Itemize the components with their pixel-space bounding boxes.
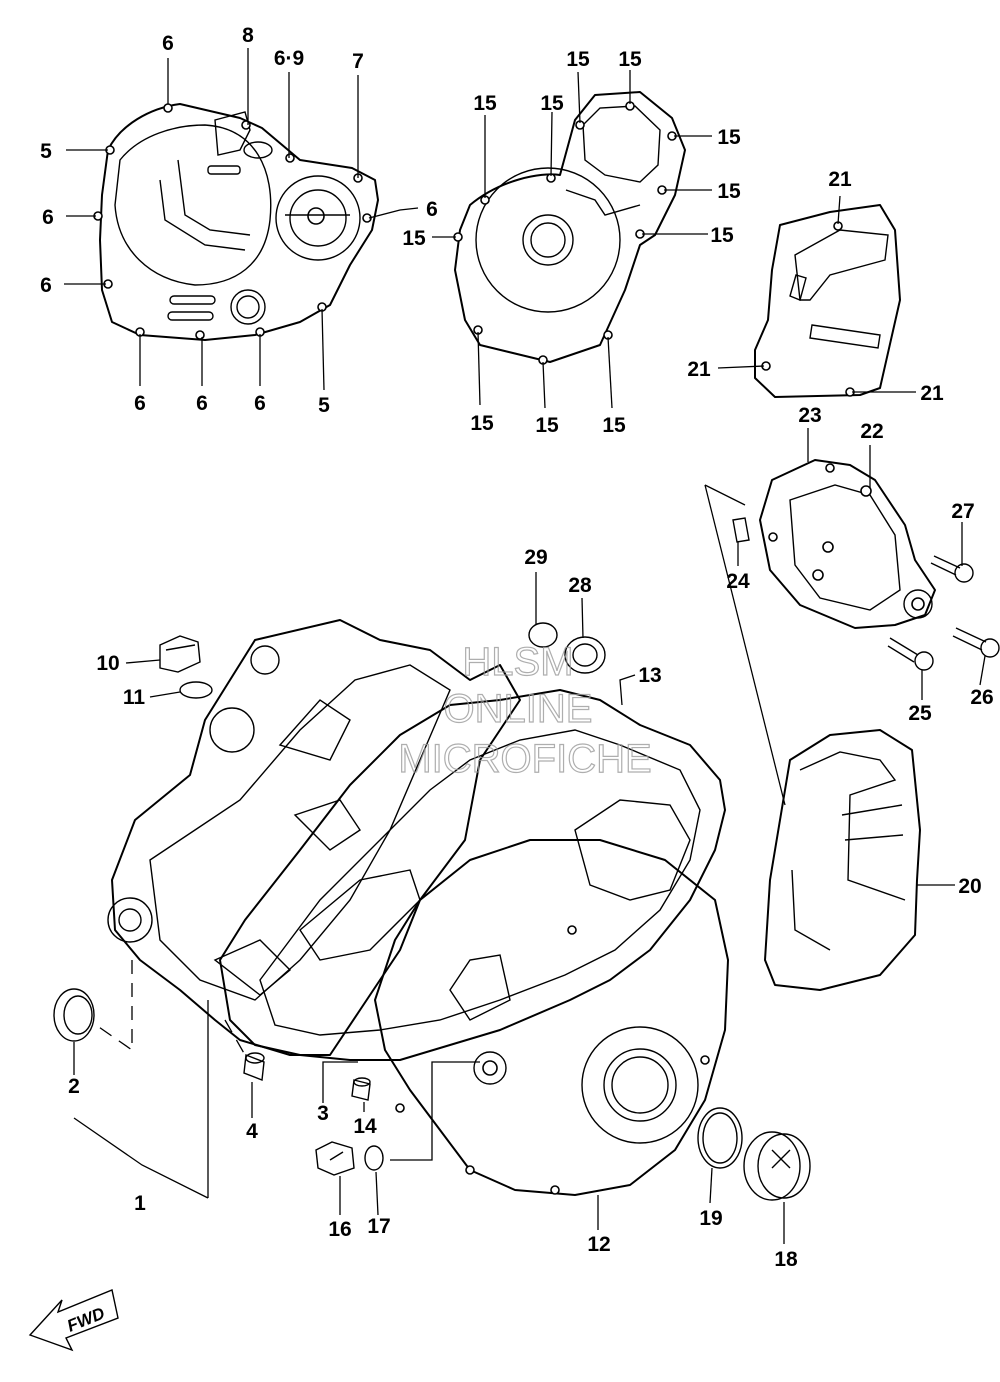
callout-27: 27: [951, 500, 974, 523]
callout-6: 6: [40, 274, 52, 297]
engine-sprocket-cover: [764, 729, 921, 991]
callout-15: 15: [535, 414, 559, 437]
callout-25: 25: [908, 702, 932, 725]
callout-11: 11: [123, 686, 146, 709]
bolt-26: [952, 627, 1000, 658]
fwd-arrow-icon: FWD: [28, 1289, 119, 1352]
o-ring-19: [697, 1107, 743, 1169]
bolt-27: [930, 555, 974, 583]
watermark-line-1: HLSM: [462, 640, 573, 684]
o-ring-11: [179, 681, 213, 699]
callout-14: 14: [353, 1115, 377, 1138]
callout-6: 6: [134, 392, 146, 415]
dowel-pin-14: [351, 1077, 371, 1101]
callout-7: 7: [352, 50, 364, 73]
callout-15: 15: [717, 126, 741, 149]
callout-19: 19: [699, 1207, 722, 1230]
callout-21: 21: [828, 168, 852, 191]
callout-21: 21: [687, 358, 711, 381]
callout-22: 22: [860, 420, 883, 443]
oil-seal-2: [53, 988, 95, 1042]
callout-6: 6: [162, 32, 174, 55]
sprocket-cover-plate: [754, 204, 901, 398]
callout-10: 10: [96, 652, 119, 675]
generator-cover: [453, 91, 686, 365]
crankcase-right-half: [219, 689, 726, 1061]
gasket-17: [364, 1145, 384, 1171]
callout-15: 15: [710, 224, 734, 247]
circlip-29: [528, 622, 558, 648]
magneto-cover: [374, 839, 729, 1196]
plug-18: [743, 1131, 811, 1201]
callout-16: 16: [328, 1218, 351, 1241]
clutch-release-cylinder: [732, 459, 936, 629]
watermark: HLSM ONLINE MICROFICHE: [398, 639, 653, 781]
callout-5: 5: [318, 394, 330, 417]
callout-6-9: 6·9: [274, 47, 304, 70]
leader-lines: [64, 48, 986, 1244]
oil-filler-cap: [159, 635, 201, 673]
drain-plug-16: [315, 1141, 355, 1176]
callout-15: 15: [618, 48, 642, 71]
callout-8: 8: [242, 24, 254, 47]
oil-seal-28: [564, 636, 606, 674]
callout-6: 6: [42, 206, 54, 229]
callout-20: 20: [958, 875, 981, 898]
callout-6: 6: [254, 392, 266, 415]
callout-21: 21: [920, 382, 944, 405]
callout-24: 24: [726, 570, 750, 593]
callout-15: 15: [473, 92, 497, 115]
callout-15: 15: [540, 92, 564, 115]
callout-13: 13: [638, 664, 661, 687]
dowel-pin-4: [243, 1052, 265, 1081]
callout-12: 12: [587, 1233, 610, 1256]
callout-15: 15: [602, 414, 626, 437]
callout-6: 6: [426, 198, 438, 221]
callout-15: 15: [717, 180, 741, 203]
callout-18: 18: [774, 1248, 798, 1271]
callout-15: 15: [566, 48, 590, 71]
callout-17: 17: [367, 1215, 390, 1238]
callout-6: 6: [196, 392, 208, 415]
callout-29: 29: [524, 546, 547, 569]
bolt-25: [887, 637, 934, 671]
callout-15: 15: [402, 227, 426, 250]
watermark-line-3: MICROFICHE: [398, 737, 651, 781]
watermark-line-2: ONLINE: [444, 687, 593, 731]
callout-26: 26: [970, 686, 993, 709]
callout-labels: 6 8 6·9 7 5 6 6 6 6 6 6 5 15 15 15 15 15…: [40, 24, 994, 1271]
callout-5: 5: [40, 140, 52, 163]
callout-23: 23: [798, 404, 821, 427]
crankcase-left-half: [107, 619, 521, 1056]
callout-15: 15: [470, 412, 494, 435]
callout-4: 4: [246, 1120, 258, 1143]
callout-3: 3: [317, 1102, 329, 1125]
callout-1: 1: [134, 1192, 146, 1215]
callout-2: 2: [68, 1075, 80, 1098]
callout-28: 28: [568, 574, 592, 597]
clutch-cover: [93, 103, 379, 341]
